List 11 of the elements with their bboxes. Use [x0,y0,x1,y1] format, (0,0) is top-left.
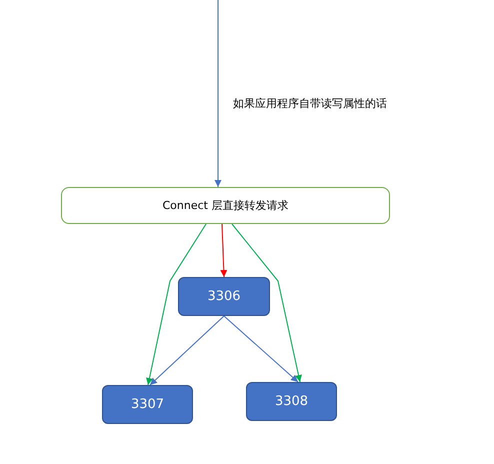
server-box: 3306 [178,277,270,316]
arrow [150,316,224,386]
forward-box: Connect 层直接转发请求 [61,187,390,224]
arrow [146,224,206,386]
arrow [214,0,222,188]
arrow [220,224,228,278]
server-box: 3308 [246,382,337,421]
arrow [232,224,302,382]
edge-label: 如果应用程序自带读写属性的话 [233,96,387,111]
server-box: 3307 [102,385,193,424]
arrow [224,316,298,382]
